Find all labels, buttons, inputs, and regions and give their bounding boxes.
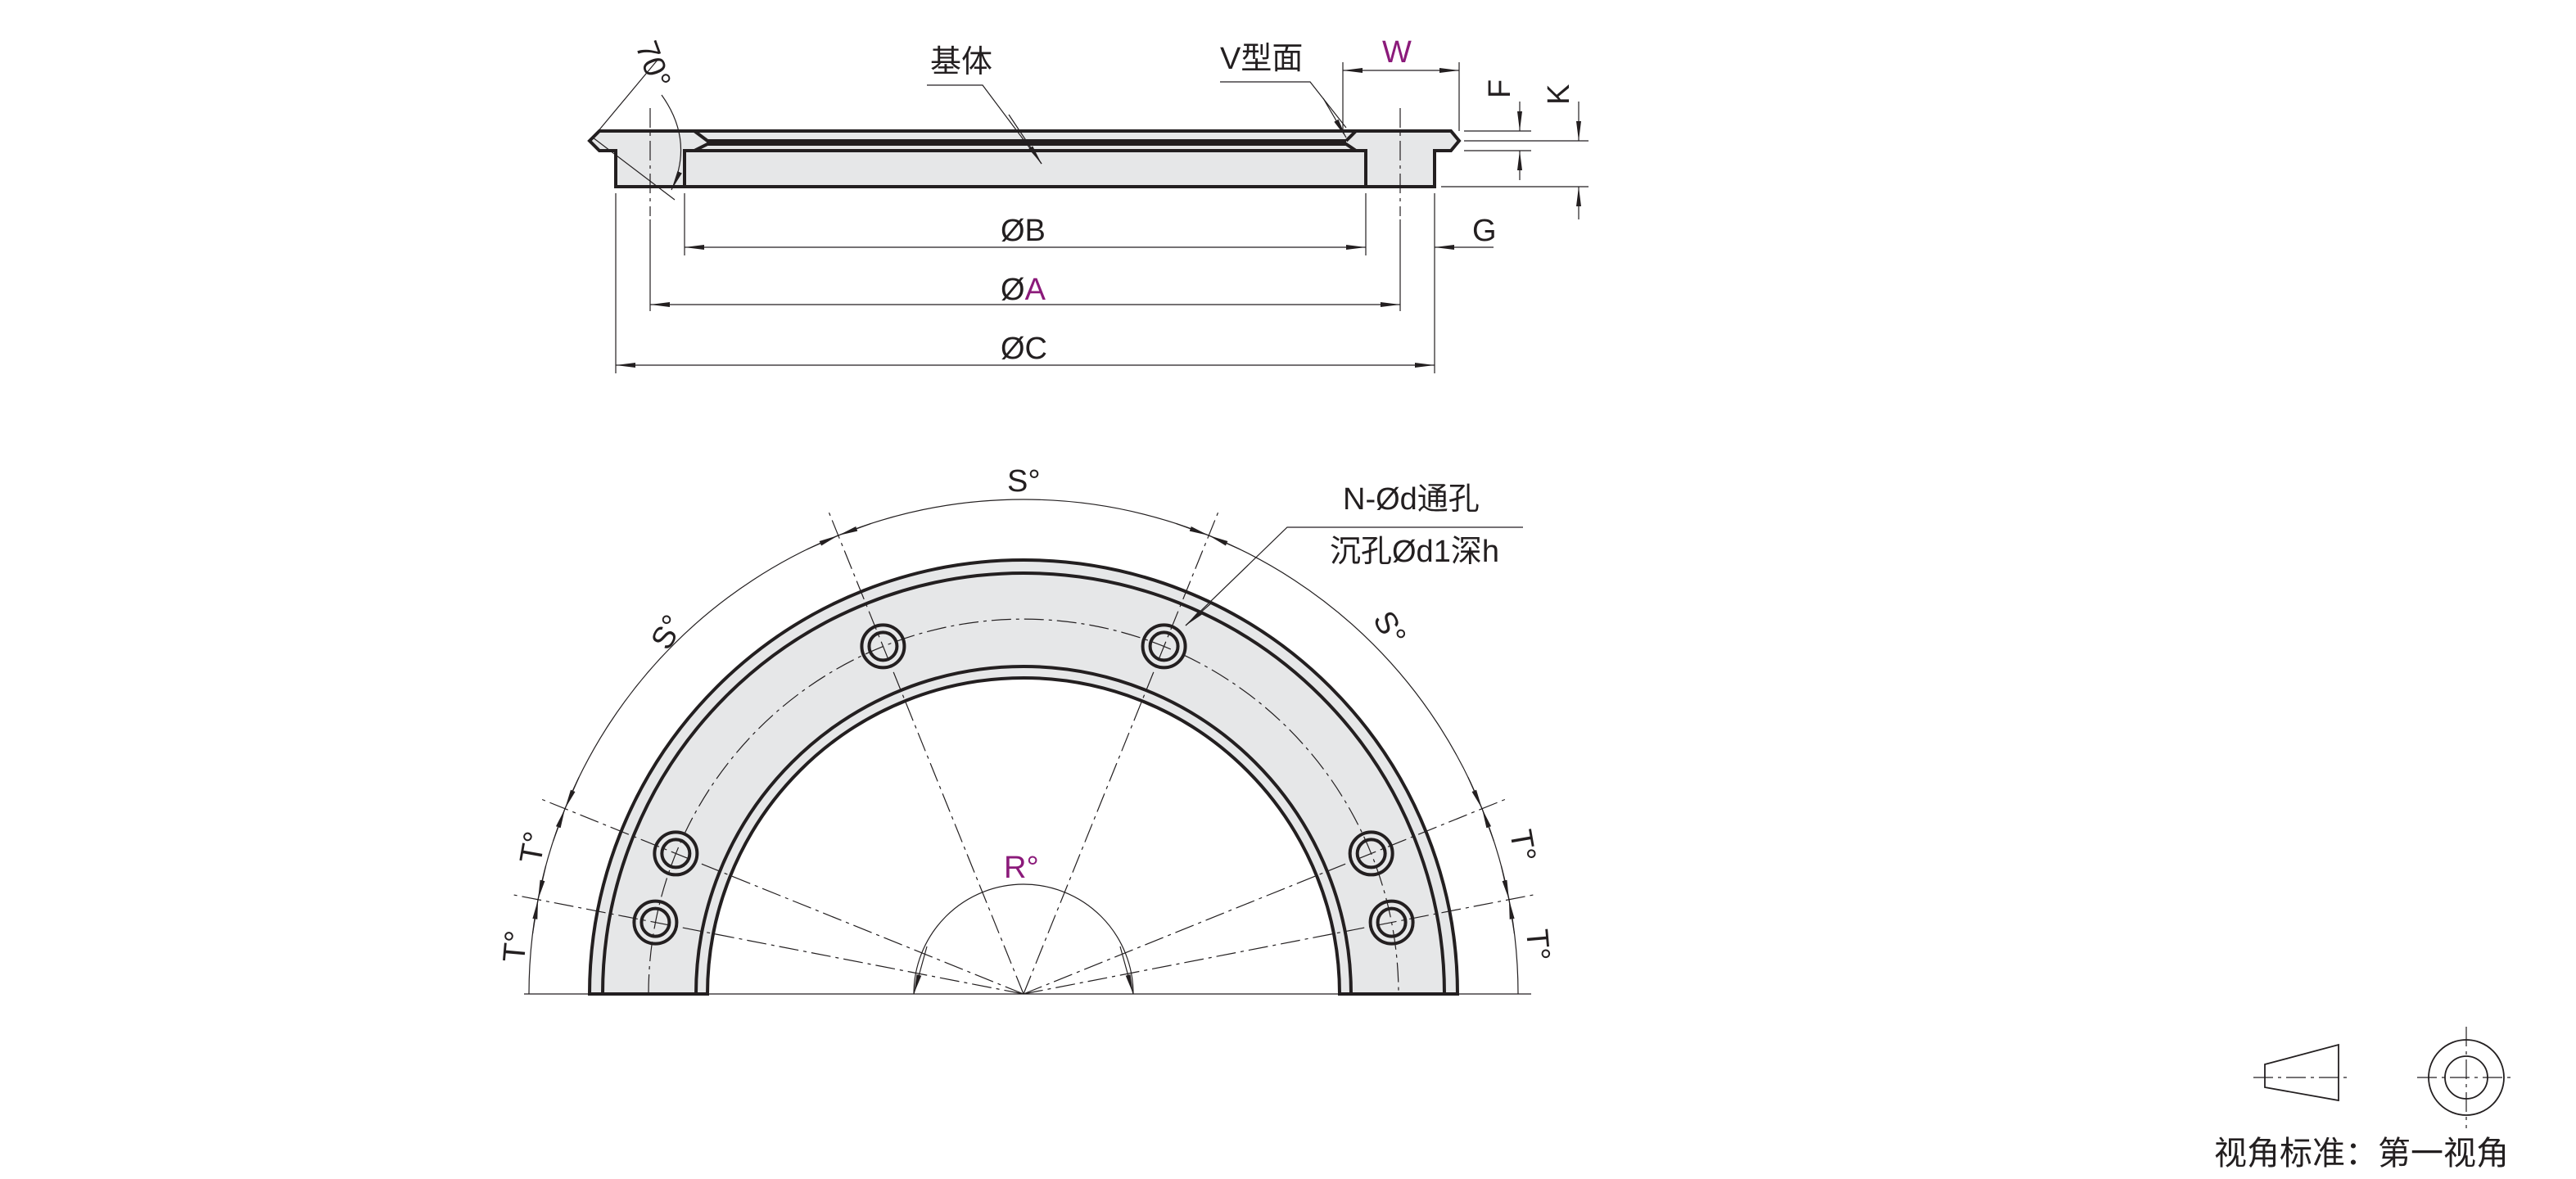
bolt-hole	[1348, 830, 1394, 877]
arc-arrow	[1467, 776, 1483, 809]
t-label-left-2: T°	[497, 929, 534, 964]
arc-arrow	[1500, 865, 1510, 900]
arc-arrow	[806, 535, 838, 550]
bolt-holes	[632, 623, 1415, 946]
bolt-hole-inner	[1148, 630, 1180, 662]
dia-c-label: ØC	[1001, 332, 1047, 366]
dia-a-letter: A	[1025, 273, 1046, 307]
k-label: K	[1542, 84, 1576, 105]
dia-b-label: ØB	[1001, 214, 1046, 248]
hole-note-line1: N-Ød通孔	[1343, 482, 1480, 517]
bolt-hole-inner	[660, 838, 692, 870]
dia-prefix: Ø	[1001, 273, 1025, 307]
arc-arrow	[564, 776, 580, 809]
bolt-ray	[508, 893, 1024, 995]
arc-arrow	[1481, 808, 1495, 842]
bolt-ray	[1023, 893, 1539, 995]
ring-half	[587, 558, 1460, 996]
t-label-right-2: T°	[1519, 928, 1556, 962]
bolt-hole	[860, 623, 906, 670]
v-face-label: V型面	[1220, 42, 1303, 76]
s-label-left: S°	[644, 609, 691, 655]
body-leader	[927, 84, 1042, 165]
f-label: F	[1483, 79, 1517, 98]
body-label: 基体	[930, 45, 992, 79]
bolt-hole	[653, 830, 699, 877]
arc-arrow	[838, 522, 871, 536]
hole-note-line2: 沉孔Ød1深h	[1330, 535, 1499, 569]
bolt-hole-inner	[1376, 906, 1408, 938]
hole-note-leader	[1185, 526, 1523, 626]
t-label-left-1: T°	[514, 829, 554, 865]
projection-symbol: 视角标准：第一视角	[2214, 1027, 2515, 1172]
s-label-top: S°	[1007, 464, 1041, 499]
arc-arrow	[1176, 522, 1209, 536]
base-body	[683, 149, 1367, 188]
arc-arrow	[1508, 899, 1516, 934]
bolt-hole-inner	[639, 906, 671, 938]
projection-label: 视角标准：第一视角	[2214, 1136, 2509, 1172]
bolt-ray	[826, 508, 1024, 995]
front-view: R° S° S° S° T° T° T° T° N-Ød通孔 沉孔Ød1深h	[497, 464, 1556, 996]
bolt-hole-inner	[1355, 838, 1387, 870]
bolt-hole-inner	[867, 630, 899, 662]
bolt-hole	[1141, 623, 1187, 670]
frustum-icon	[2264, 1043, 2339, 1102]
arc-arrow	[531, 899, 539, 934]
dia-a-label: ØA	[1001, 273, 1046, 307]
bolt-ray	[1023, 508, 1221, 995]
bolt-ray	[1023, 797, 1510, 995]
t-label-right-1: T°	[1503, 827, 1542, 864]
bolt-hole	[1368, 899, 1415, 946]
bolt-hole	[632, 899, 679, 946]
arc-arrow	[1209, 535, 1241, 550]
arc-arrow	[552, 808, 566, 842]
bolt-ray	[537, 797, 1024, 995]
g-label: G	[1472, 214, 1497, 248]
side-view: 70° 基体 V型面 W F K G ØB ØA ØC	[587, 35, 1589, 373]
angle-70-label: 70°	[629, 37, 677, 93]
arc-arrow	[537, 865, 547, 900]
w-label: W	[1382, 35, 1412, 70]
r-label: R°	[1004, 851, 1039, 885]
v-face-leader	[1220, 81, 1347, 129]
